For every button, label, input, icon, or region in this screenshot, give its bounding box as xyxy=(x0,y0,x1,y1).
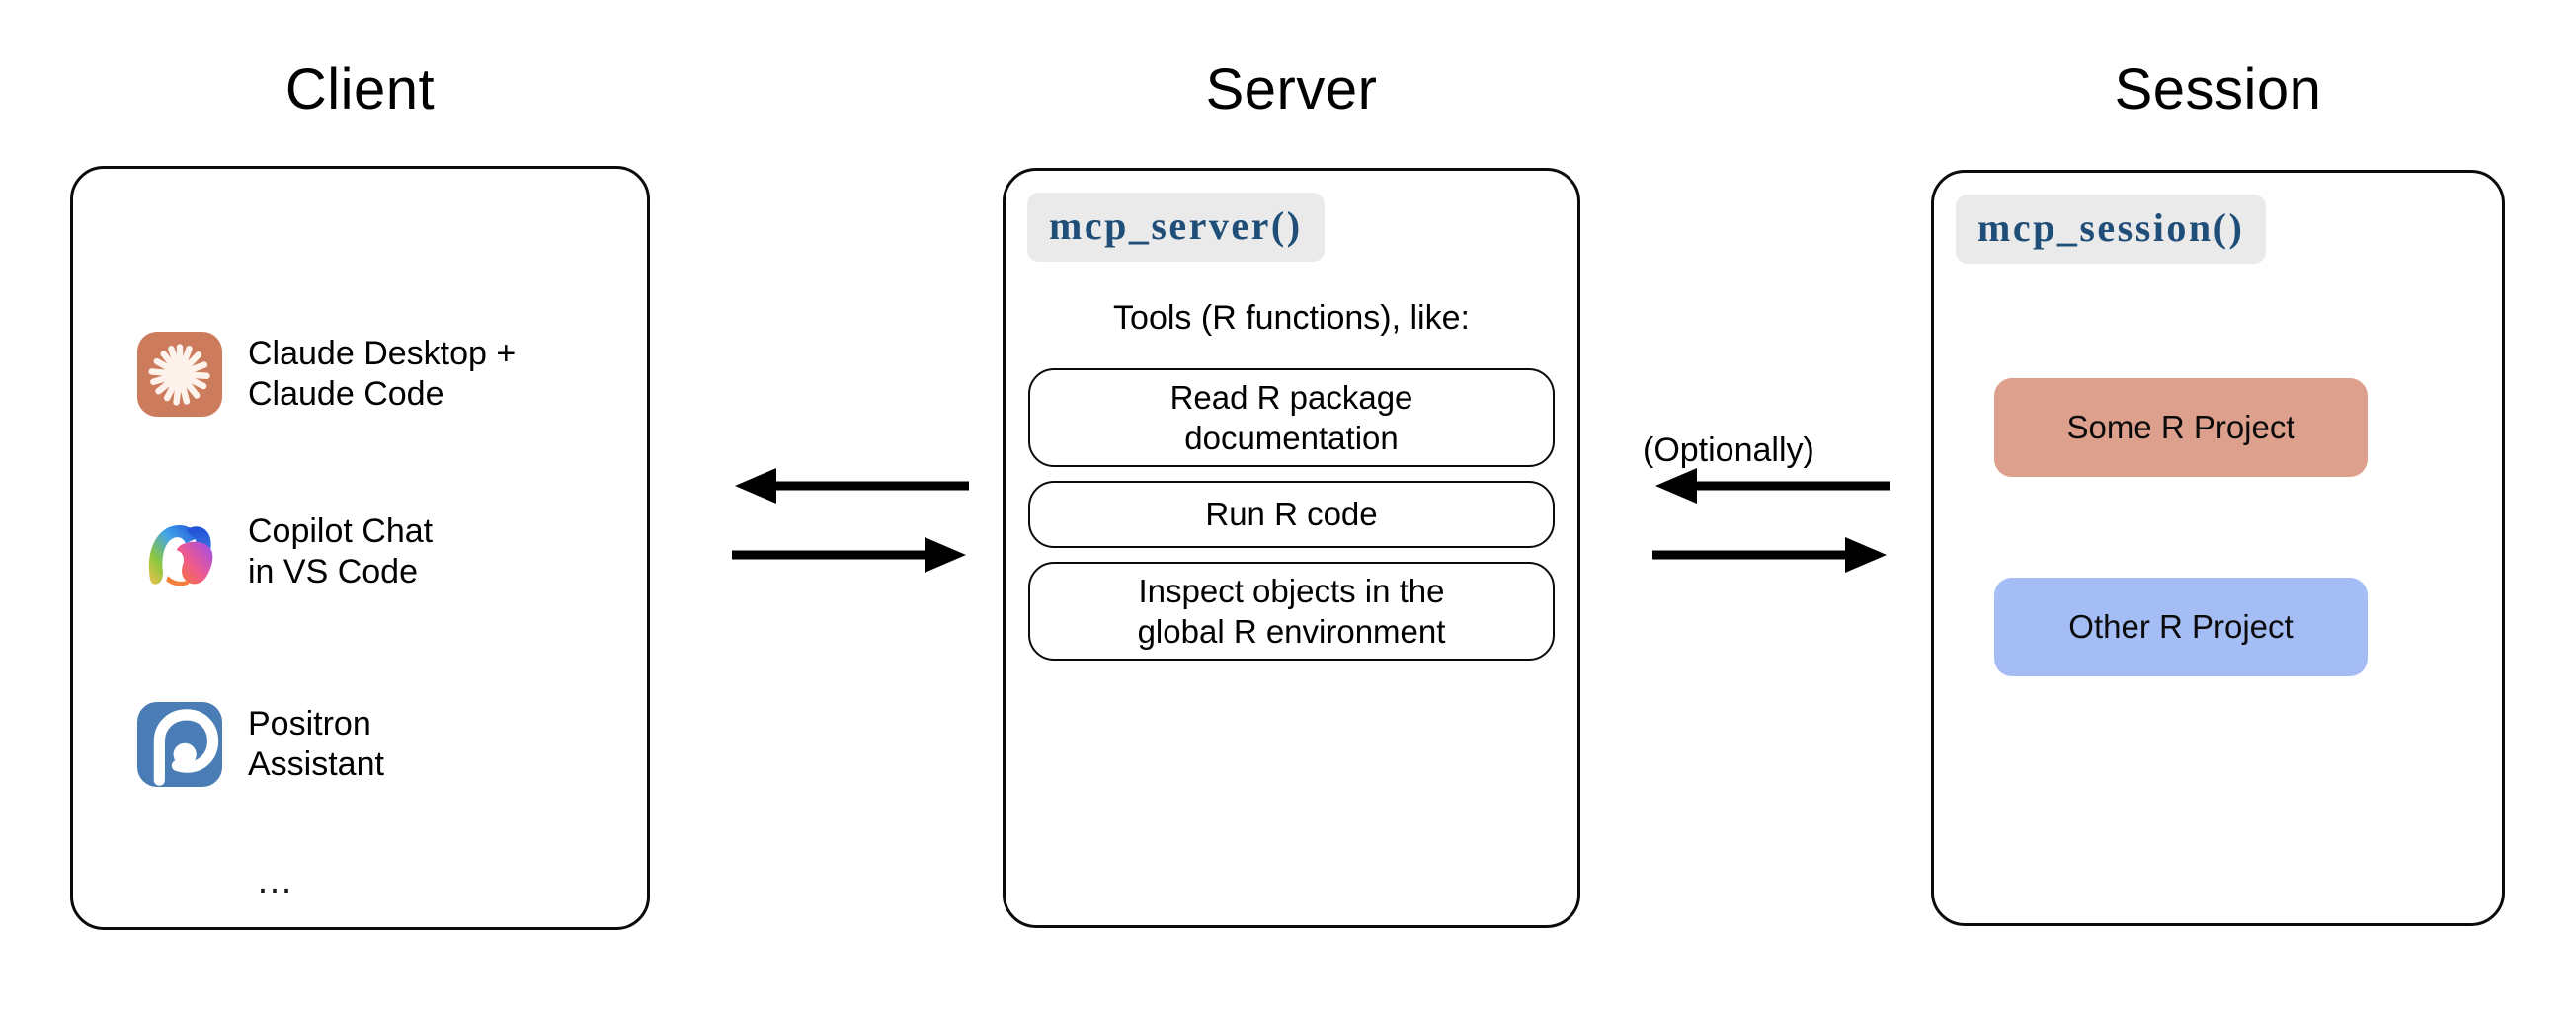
claude-icon xyxy=(137,332,222,417)
client-item-label: Claude Desktop + Claude Code xyxy=(248,334,517,413)
mcp-session-code-chip: mcp_session() xyxy=(1956,195,2267,264)
positron-icon xyxy=(137,702,222,787)
client-panel: Claude Desktop + Claude Code xyxy=(70,166,650,930)
client-item-label: Positron Assistant xyxy=(248,704,384,783)
copilot-icon xyxy=(137,509,222,594)
server-session-arrows xyxy=(1652,468,1890,573)
server-session-connector xyxy=(1648,464,1894,602)
tool-card[interactable]: Run R code xyxy=(1028,481,1555,548)
column-title-server: Server xyxy=(1205,57,1378,121)
client-server-connector xyxy=(727,464,974,602)
session-project-card[interactable]: Other R Project xyxy=(1994,578,2368,676)
session-project-card[interactable]: Some R Project xyxy=(1994,378,2368,477)
client-server-arrows xyxy=(732,468,969,573)
optionally-label: (Optionally) xyxy=(1643,431,1814,469)
tool-card[interactable]: Read R package documentation xyxy=(1028,368,1555,467)
column-title-client: Client xyxy=(284,57,436,121)
column-title-session: Session xyxy=(2114,57,2322,121)
client-item-copilot: Copilot Chat in VS Code xyxy=(137,509,433,594)
arrow-to-client xyxy=(735,468,969,504)
claude-burst-icon xyxy=(148,344,210,406)
client-more-indicator: … xyxy=(256,860,296,901)
arrow-to-session xyxy=(1652,537,1887,573)
client-item-positron: Positron Assistant xyxy=(137,702,384,787)
mcp-server-code-chip: mcp_server() xyxy=(1027,193,1325,262)
server-panel: mcp_server() Tools (R functions), like: … xyxy=(1003,168,1580,928)
arrow-to-server xyxy=(732,537,966,573)
arrow-to-server-from-session xyxy=(1655,468,1890,504)
copilot-ribbon-icon xyxy=(148,525,213,586)
client-item-label: Copilot Chat in VS Code xyxy=(248,511,434,590)
positron-p-icon xyxy=(153,709,219,786)
session-panel: mcp_session() Some R Project Other R Pro… xyxy=(1931,170,2505,926)
tool-card[interactable]: Inspect objects in the global R environm… xyxy=(1028,562,1555,661)
tools-caption: Tools (R functions), like: xyxy=(1113,299,1470,337)
client-item-claude: Claude Desktop + Claude Code xyxy=(137,332,516,417)
